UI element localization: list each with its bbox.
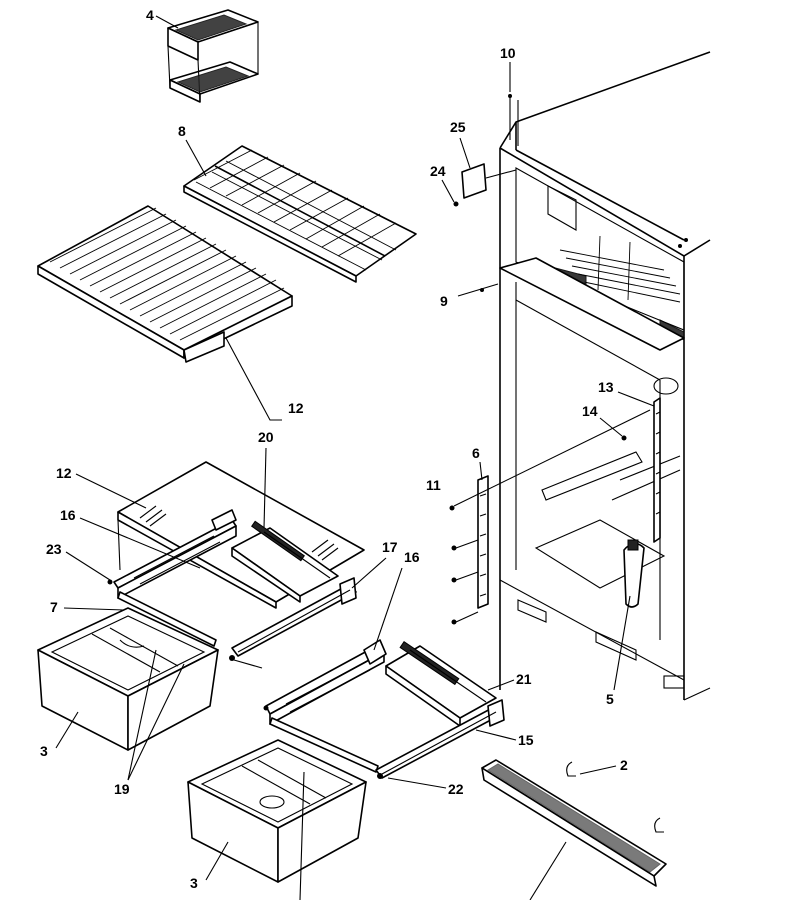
part-16-crisper-frame-lower	[263, 639, 387, 773]
part-13-shelf-support	[653, 377, 679, 543]
leader-24	[441, 179, 455, 203]
part-17-rail	[229, 577, 357, 669]
part-5-drain-tube	[623, 539, 645, 608]
callout-16-upper: 16	[60, 507, 76, 523]
callout-9: 9	[440, 293, 448, 309]
callout-15: 15	[518, 732, 534, 748]
leader-25	[459, 137, 471, 169]
part-10-hinge-pin	[508, 94, 519, 146]
callout-12-cover: 12	[56, 465, 72, 481]
part-21-humidity-control-lower	[385, 640, 497, 727]
callout-6: 6	[472, 445, 480, 461]
callout-12-upper: 12	[288, 400, 304, 416]
leader-21	[487, 679, 515, 691]
part-24-screw	[453, 201, 459, 207]
part-20-humidity-control	[231, 520, 339, 603]
part-15-rail	[375, 699, 505, 779]
leader-23	[65, 551, 111, 581]
leader-13	[617, 391, 655, 407]
callout-19: 19	[114, 781, 130, 797]
leader-5	[613, 595, 631, 691]
part-11-screw	[449, 409, 651, 511]
callout-4: 4	[146, 7, 154, 23]
callout-13: 13	[598, 379, 614, 395]
callout-16-lower: 16	[404, 549, 420, 565]
callout-22: 22	[448, 781, 464, 797]
part-12-crisper-cover	[117, 461, 365, 609]
part-9-screw	[457, 283, 499, 297]
part-3-crisper-drawer-upper	[37, 607, 219, 751]
leader-3-upper	[55, 711, 79, 749]
part-4-rack	[167, 9, 259, 103]
leader-15	[475, 729, 517, 741]
part-6-shelf-ladder	[451, 475, 489, 625]
leader-3-lower	[205, 841, 229, 881]
callout-3-upper: 3	[40, 743, 48, 759]
part-16-crisper-frame-upper	[107, 509, 237, 647]
leader-1	[529, 841, 567, 900]
leader-12-cover	[75, 473, 147, 509]
callout-20: 20	[258, 429, 274, 445]
callout-23: 23	[46, 541, 62, 557]
leader-6	[479, 461, 483, 481]
leader-12-upper	[225, 337, 282, 421]
leader-4	[155, 15, 179, 29]
leader-14	[599, 417, 623, 437]
leader-19-a	[127, 649, 157, 781]
callout-10: 10	[500, 45, 516, 61]
callout-3-lower: 3	[190, 875, 198, 891]
leader-20	[263, 447, 267, 529]
leader-22	[387, 777, 447, 789]
leader-8	[185, 139, 207, 177]
cabinet	[499, 51, 711, 701]
callout-17: 17	[382, 539, 398, 555]
callout-8: 8	[178, 123, 186, 139]
leader-16-upper	[79, 517, 201, 569]
callout-7: 7	[50, 599, 58, 615]
part-3-crisper-drawer-lower	[187, 739, 367, 883]
leader-19-b	[127, 663, 185, 781]
part-25-bracket	[461, 163, 487, 199]
leader-16-lower	[373, 567, 403, 651]
callout-21: 21	[516, 671, 532, 687]
leader-17	[351, 557, 387, 589]
callout-5: 5	[606, 691, 614, 707]
leader-19-lower	[299, 771, 305, 900]
callout-14: 14	[582, 403, 598, 419]
leader-2	[579, 765, 617, 775]
part-12-shelf-upper	[37, 205, 293, 363]
callout-25: 25	[450, 119, 466, 135]
callout-11: 11	[426, 477, 441, 493]
part-grille	[481, 759, 667, 887]
callout-24: 24	[430, 163, 446, 179]
leader-7	[63, 607, 125, 611]
leader-25b	[485, 169, 517, 179]
part-8-wire-shelf	[183, 145, 417, 283]
callout-2: 2	[620, 757, 628, 773]
